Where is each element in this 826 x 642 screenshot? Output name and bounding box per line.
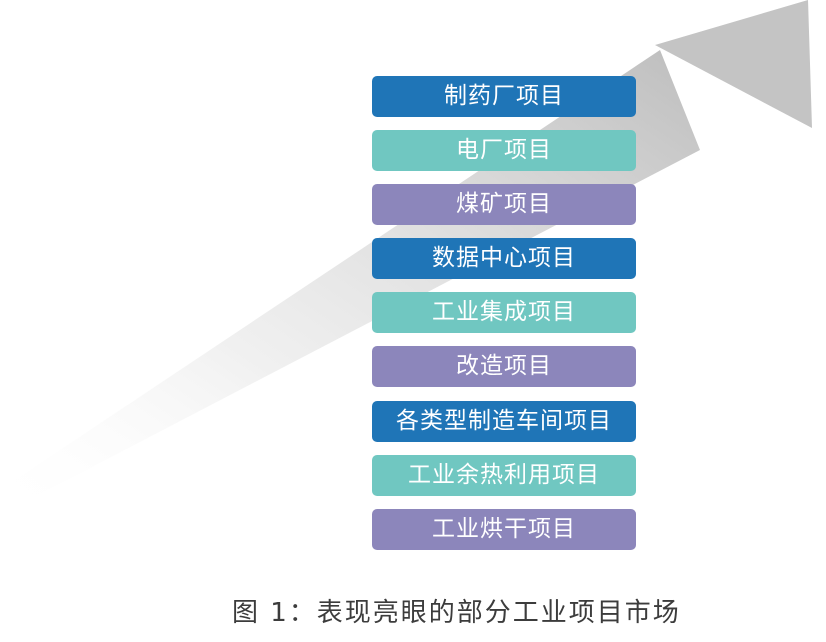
project-item-data-center: 数据中心项目 bbox=[372, 238, 636, 280]
project-item-manufacturing-workshop: 各类型制造车间项目 bbox=[372, 400, 636, 442]
project-item-industrial-drying: 工业烘干项目 bbox=[372, 508, 636, 550]
arrow-head bbox=[655, 0, 812, 128]
project-item-coal-mine: 煤矿项目 bbox=[372, 184, 636, 226]
figure-caption: 图 1：表现亮眼的部分工业项目市场 bbox=[232, 598, 681, 628]
project-item-pharma: 制药厂项目 bbox=[372, 76, 636, 117]
project-list: 制药厂项目 电厂项目 煤矿项目 数据中心项目 工业集成项目 改造项目 各类型制造… bbox=[372, 76, 636, 563]
project-item-renovation: 改造项目 bbox=[372, 346, 636, 388]
project-item-waste-heat: 工业余热利用项目 bbox=[372, 454, 636, 496]
project-item-power-plant: 电厂项目 bbox=[372, 130, 636, 172]
project-item-industrial-integration: 工业集成项目 bbox=[372, 292, 636, 334]
